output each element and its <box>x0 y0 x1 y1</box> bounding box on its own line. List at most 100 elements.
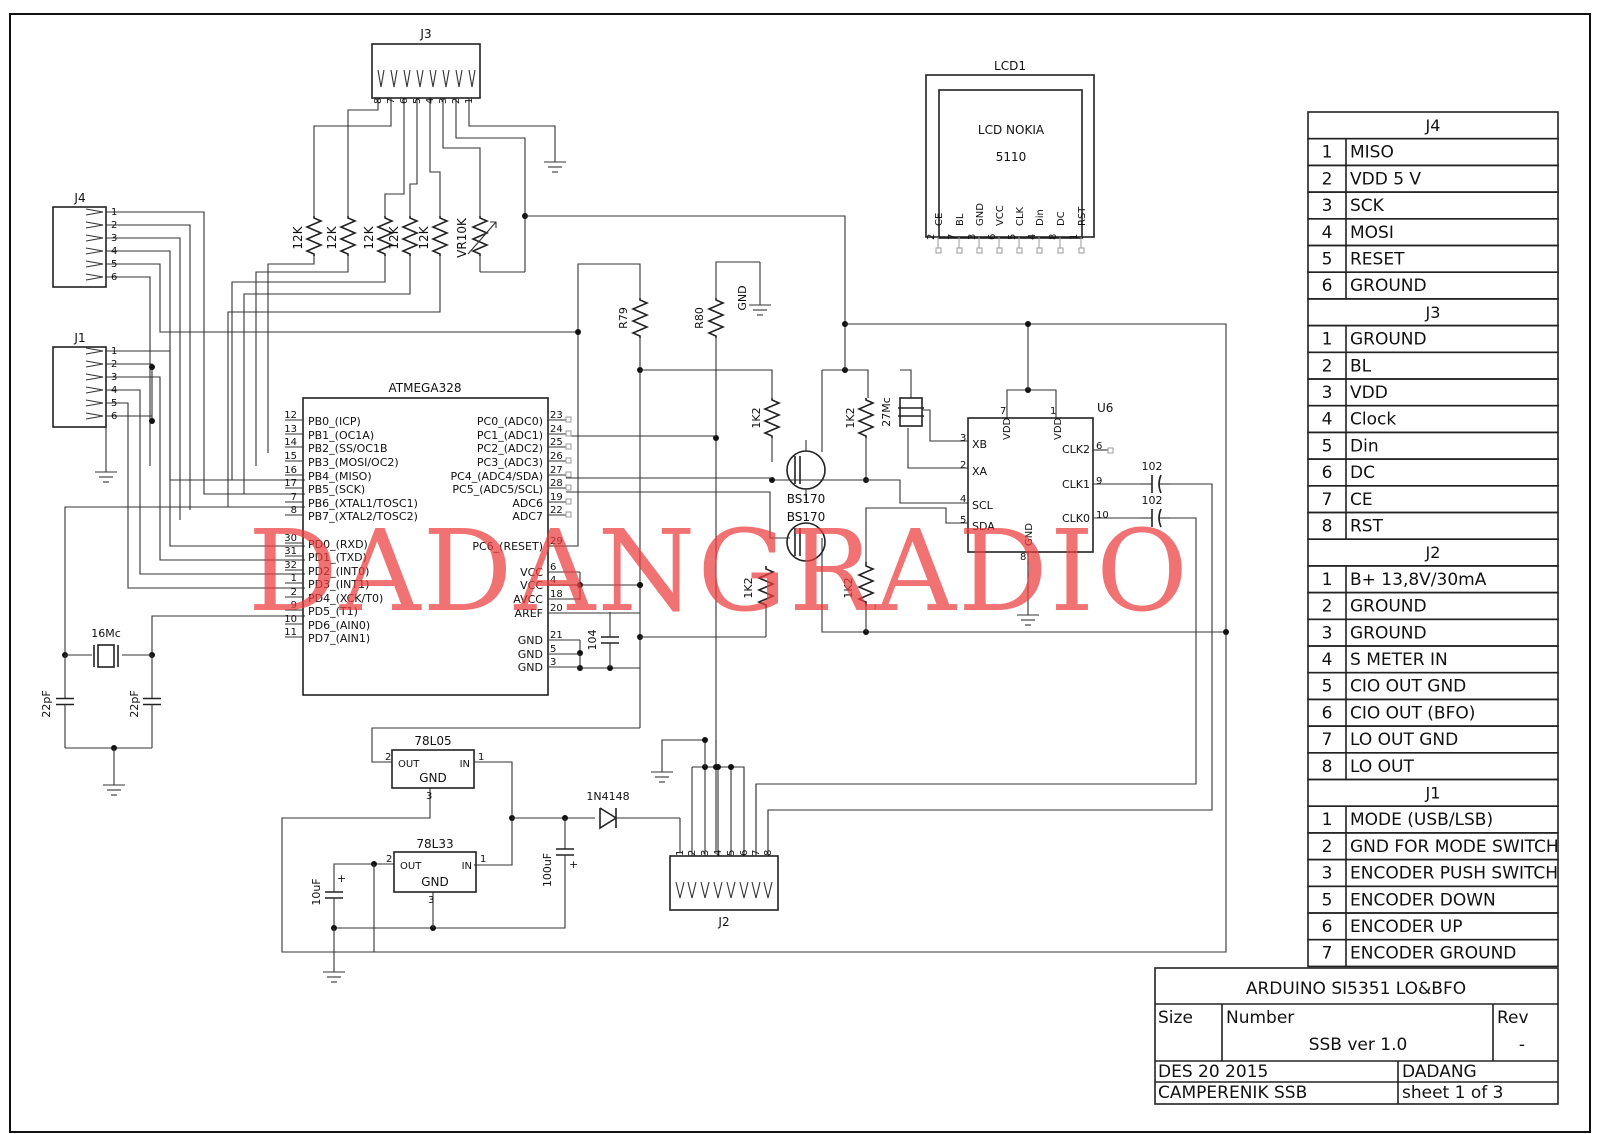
wires <box>62 98 1229 962</box>
j1-pin-number: 2 <box>111 359 117 370</box>
legend-pin-number: 1 <box>1322 810 1333 830</box>
mcu-pin-number: 13 <box>284 424 297 435</box>
lcd-pin-end <box>976 247 983 254</box>
legend-pin-number: 3 <box>1322 623 1333 643</box>
mcu-pin-end <box>565 484 572 491</box>
mcu-pin-number: 10 <box>284 614 297 625</box>
legend-pin-number: 2 <box>1322 169 1333 189</box>
u6-pin-number: 9 <box>1096 476 1102 487</box>
legend-pin-number: 1 <box>1322 143 1333 163</box>
title-block-title: ARDUINO SI5351 LO&BFO <box>1246 979 1466 999</box>
mcu-pin-number: 1 <box>291 573 297 584</box>
ground-symbol <box>1017 605 1039 626</box>
lcd-pin-end <box>1016 247 1023 254</box>
mcu-pin-end <box>565 443 572 450</box>
mcu-pin-name: VCC <box>520 579 543 592</box>
legend-pin-function: BL <box>1350 356 1372 376</box>
u6-pin-number: 3 <box>960 433 966 444</box>
legend-pin-number: 3 <box>1322 383 1333 403</box>
reg-pin-name: IN <box>462 861 472 872</box>
j2-pin-number: 5 <box>726 850 737 856</box>
j2-pin-mark <box>713 881 723 899</box>
resistor-12k <box>304 216 324 256</box>
reg-pin-name: GND <box>419 771 447 785</box>
legend-title-j1: J1 <box>1425 784 1441 803</box>
wire <box>429 98 441 216</box>
ground-symbol <box>749 295 771 316</box>
mcu-pin-name: PC5_(ADC5/SCL) <box>452 483 543 496</box>
legend-pin-function: Din <box>1350 436 1379 456</box>
resistor-12k <box>400 216 420 256</box>
j1-pin-mark <box>85 386 104 394</box>
j4-pin-mark <box>85 208 104 216</box>
mcu-pin-number: 4 <box>550 575 556 586</box>
mcu-pin-name: PC3_(ADC3) <box>477 456 543 469</box>
j1-pin-number: 3 <box>111 372 117 383</box>
legend-pin-function: CIO OUT GND <box>1350 677 1466 697</box>
wire <box>151 615 305 655</box>
j2-pin-mark <box>675 881 685 899</box>
title-sheet: sheet 1 of 3 <box>1402 1083 1503 1103</box>
crystal-27mc <box>899 397 923 427</box>
j2-pin-number: 7 <box>751 850 762 856</box>
j2-pin-number: 2 <box>687 850 698 856</box>
junction-dot <box>1223 629 1229 635</box>
j2-body <box>669 855 779 911</box>
ground-symbol <box>103 775 125 796</box>
legend-title-j3: J3 <box>1425 303 1441 322</box>
reg-pin-name: GND <box>421 875 449 889</box>
j1-pin-mark <box>85 360 104 368</box>
j1-pin-number: 5 <box>111 398 117 409</box>
resistor-12k-label: 12K <box>362 225 376 249</box>
si5351-body <box>967 417 1094 553</box>
mcu-pin-name: PC1_(ADC1) <box>477 429 543 442</box>
sheet-frame <box>9 13 1591 1133</box>
lcd-pin-number: 8 <box>1048 234 1059 240</box>
mcu-pin-end <box>565 457 572 464</box>
legend-pin-function: GROUND <box>1350 623 1427 643</box>
ground-symbol <box>544 152 566 173</box>
wire <box>255 256 349 466</box>
mcu-pin-name: PB4_(MISO) <box>308 470 372 483</box>
wire <box>900 369 912 398</box>
legend-title-j2: J2 <box>1425 543 1441 562</box>
mosfet-bs170-top <box>786 450 826 490</box>
reg-pin-number: 3 <box>428 895 434 906</box>
j1-pin-mark <box>85 412 104 420</box>
lcd-pin-end <box>1078 247 1085 254</box>
mosfet-bs170-bottom <box>786 522 826 562</box>
j1-body <box>52 346 107 428</box>
legend-title-j4: J4 <box>1425 116 1441 135</box>
j4-pin-number: 2 <box>111 220 117 231</box>
mcu-pin-number: 15 <box>284 451 297 462</box>
mcu-pin-number: 17 <box>284 478 297 489</box>
j3-body <box>371 43 481 99</box>
mcu-pin-number: 22 <box>550 505 563 516</box>
cap-22pf-label: 22pF <box>40 690 53 717</box>
legend-pin-number: 7 <box>1322 944 1333 964</box>
lcd-pin-name: CE <box>934 213 945 226</box>
j3-pin-mark <box>455 69 463 88</box>
lcd-pin-name: GND <box>975 203 986 226</box>
wire <box>820 479 968 504</box>
u6-pin-number: 7 <box>1000 406 1006 417</box>
mcu-pin-number: 23 <box>550 410 563 421</box>
lcd-pin-number: 3 <box>967 234 978 240</box>
resistor-12k-label: 12K <box>417 225 431 249</box>
j3-pin-mark <box>416 69 424 88</box>
u6-pin-number: 8 <box>1020 552 1026 563</box>
j3-pin-mark <box>377 69 385 88</box>
lcd-pin-number: 4 <box>1027 234 1038 240</box>
reg-pin-number: 2 <box>386 854 392 865</box>
mcu-pin-name: PD2_(INT0) <box>308 565 369 578</box>
title-block-frame <box>1154 967 1559 1105</box>
j2-pin-mark <box>700 881 710 899</box>
u6-pin-name: CLK2 <box>1062 443 1090 456</box>
legend-pin-number: 5 <box>1322 436 1333 456</box>
cap-22pf-label: 22pF <box>128 690 141 717</box>
legend-pin-number: 6 <box>1322 276 1333 296</box>
mcu-pin-number: 16 <box>284 465 297 476</box>
ground-symbol <box>95 462 117 483</box>
u6-pin-name: VDD <box>1002 417 1013 440</box>
